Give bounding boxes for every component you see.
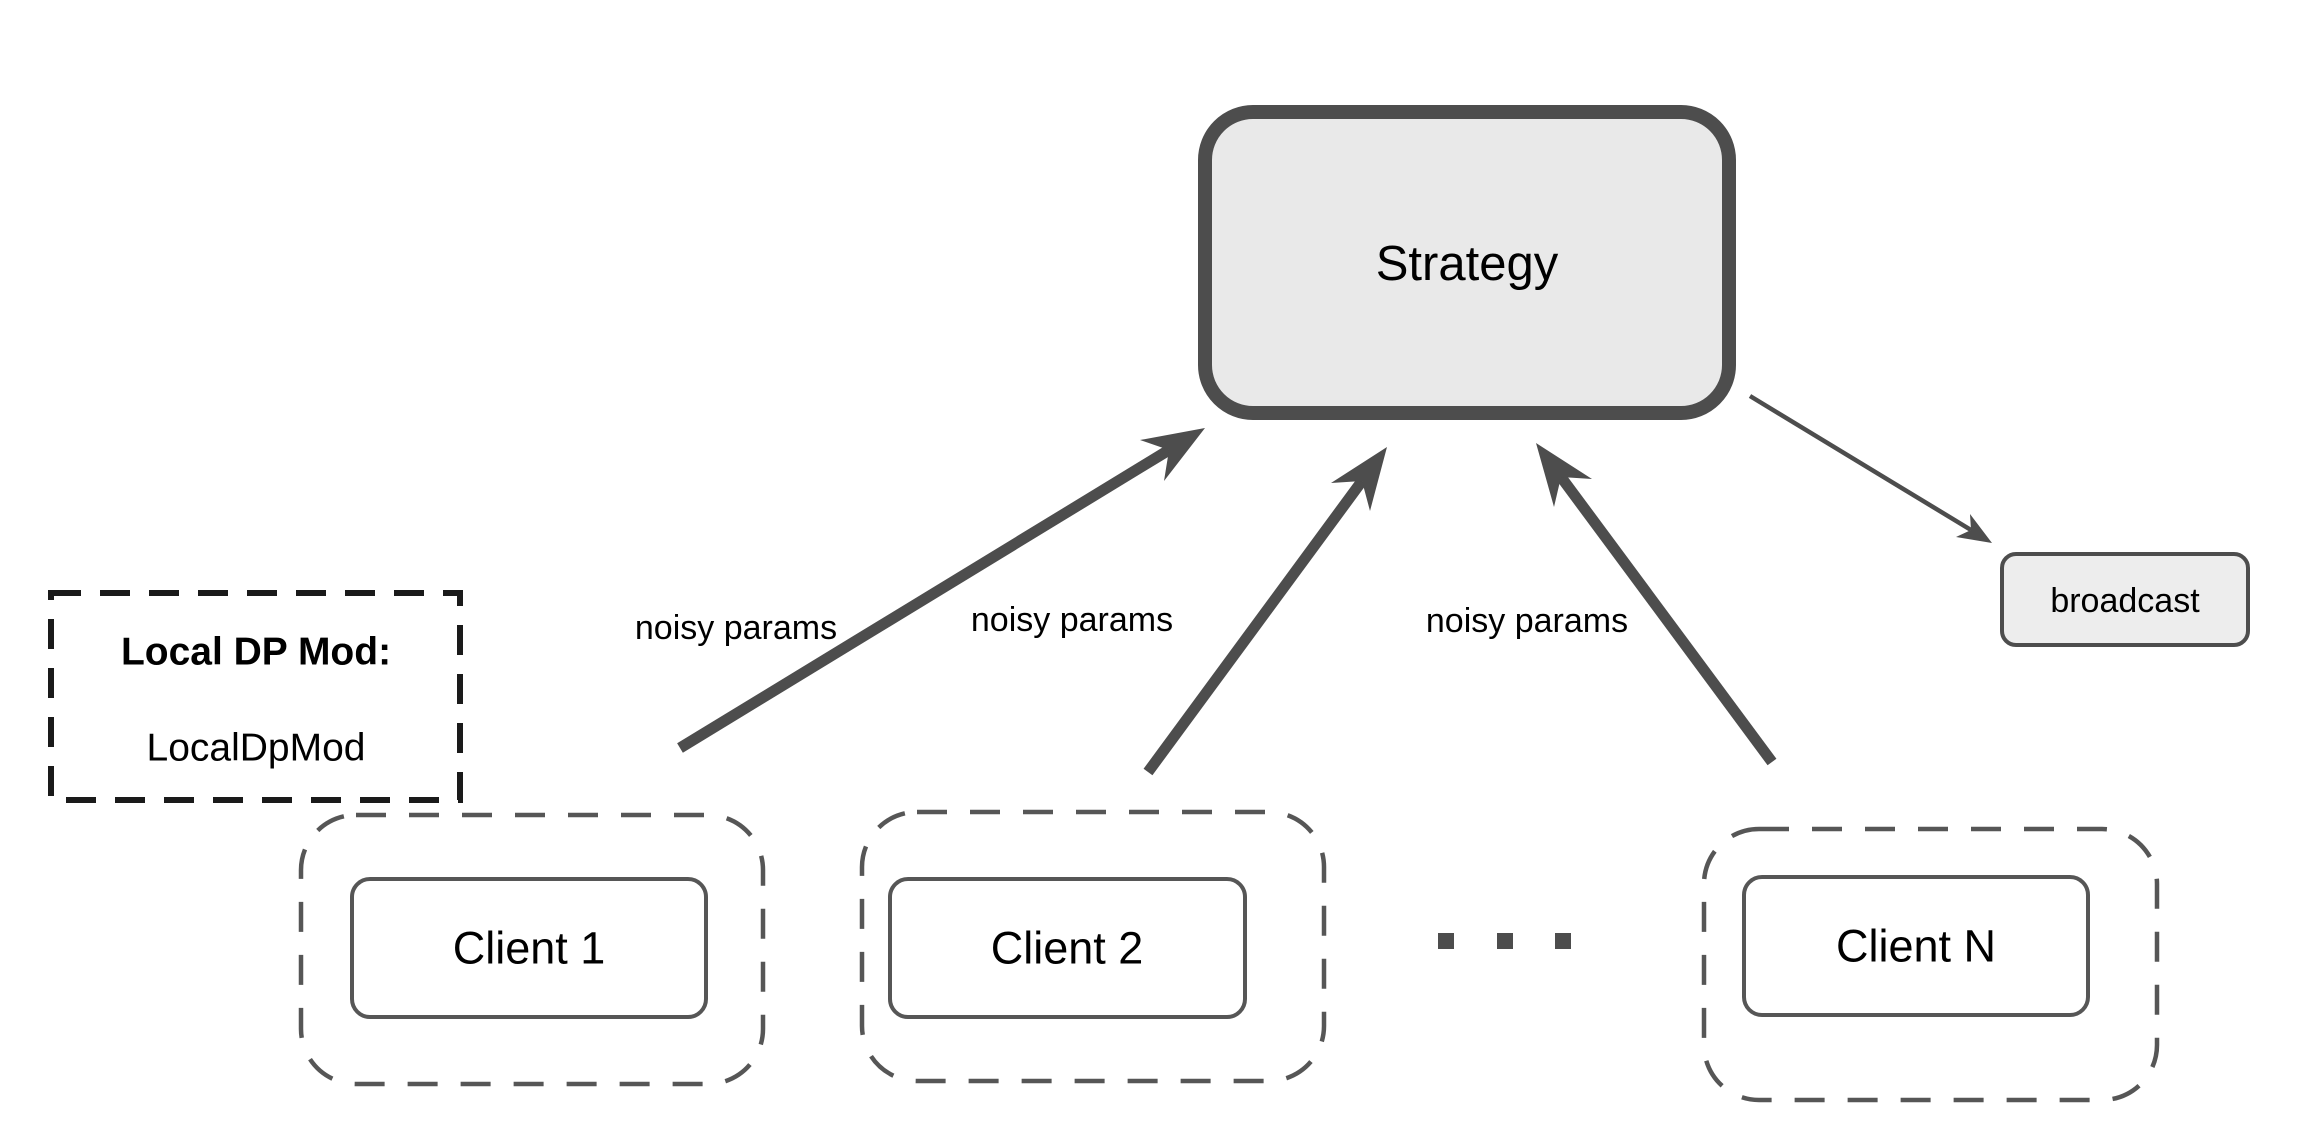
local-dp-mod-value: LocalDpMod (147, 727, 366, 770)
noisy-params-label-2: noisy params (971, 601, 1173, 639)
arrow-clientn-to-strategy (1536, 443, 1777, 766)
ellipsis-dot (1438, 933, 1454, 949)
client-2-label: Client 2 (991, 923, 1144, 974)
arrow-shaft (677, 445, 1172, 753)
arrowhead (1140, 428, 1205, 481)
arrow-shaft (1748, 394, 1973, 532)
arrow-shaft (1556, 473, 1777, 766)
noisy-params-label-3: noisy params (1426, 602, 1628, 640)
client-1-box (350, 877, 708, 1019)
ellipsis-dots (1438, 933, 1571, 949)
ellipsis-dot (1497, 933, 1513, 949)
arrow-client1-to-strategy (677, 428, 1205, 753)
arrowhead (1331, 447, 1387, 511)
arrowhead (1956, 514, 1992, 543)
ellipsis-dot (1555, 933, 1571, 949)
noisy-params-label-1: noisy params (635, 609, 837, 647)
client-1-label: Client 1 (453, 923, 606, 974)
arrow-client2-to-strategy (1143, 447, 1387, 776)
broadcast-box (2000, 552, 2250, 647)
local-dp-mod-title: Local DP Mod: (121, 631, 391, 674)
strategy-label: Strategy (1376, 237, 1559, 291)
client-n-label: Client N (1836, 921, 1996, 972)
arrow-strategy-to-broadcast (1748, 394, 1992, 543)
broadcast-label: broadcast (2050, 582, 2200, 620)
arrowhead (1536, 443, 1592, 507)
arrow-shaft (1143, 477, 1367, 776)
client-n-box (1742, 875, 2090, 1017)
strategy-box (1198, 105, 1736, 420)
local-dp-mod-box (48, 590, 463, 803)
client-2-box (888, 877, 1247, 1019)
